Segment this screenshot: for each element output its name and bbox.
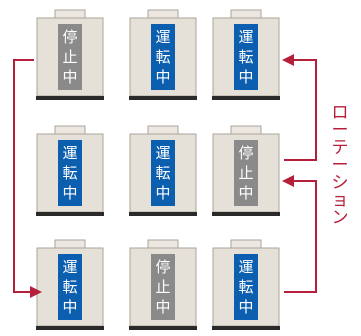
rotation-arrow-return xyxy=(13,59,42,298)
unit-base xyxy=(129,96,197,100)
rotation-label-text: ローテーション xyxy=(332,103,349,228)
unit-base xyxy=(36,326,104,330)
ac-unit: 運転中 xyxy=(36,125,104,216)
unit-top-vent xyxy=(54,125,86,135)
status-badge xyxy=(234,140,258,206)
unit-top-vent xyxy=(230,9,262,19)
status-badge xyxy=(58,24,82,90)
unit-base xyxy=(129,326,197,330)
unit-top-vent xyxy=(147,239,179,249)
status-label: 運転中 xyxy=(238,258,253,316)
status-label: 運転中 xyxy=(62,144,77,202)
unit-base xyxy=(129,212,197,216)
status-label: 運転中 xyxy=(155,28,170,86)
arrow-lower-line xyxy=(284,180,317,293)
status-label: 運転中 xyxy=(238,28,253,86)
ac-unit: 運転中 xyxy=(36,239,104,330)
rotation-label: ローテーション xyxy=(332,103,349,228)
ac-unit: 停止中 xyxy=(129,239,197,330)
unit-top-vent xyxy=(147,125,179,135)
arrow-upper-line xyxy=(284,59,317,161)
ac-unit: 停止中 xyxy=(36,9,104,100)
unit-base xyxy=(36,96,104,100)
arrow-return-head xyxy=(30,286,42,298)
unit-base xyxy=(212,96,280,100)
unit-top-vent xyxy=(54,9,86,19)
unit-base xyxy=(212,326,280,330)
status-badge xyxy=(151,24,175,90)
ac-unit: 運転中 xyxy=(212,239,280,330)
status-label: 運転中 xyxy=(155,144,170,202)
status-label: 運転中 xyxy=(62,258,77,316)
ac-unit: 運転中 xyxy=(129,125,197,216)
ac-unit: 運転中 xyxy=(212,9,280,100)
unit-top-vent xyxy=(147,9,179,19)
unit-top-vent xyxy=(230,125,262,135)
arrow-lower-head xyxy=(282,175,294,187)
status-label: 停止中 xyxy=(62,28,77,86)
unit-top-vent xyxy=(230,239,262,249)
unit-base xyxy=(36,212,104,216)
status-badge xyxy=(58,254,82,320)
arrow-upper-head xyxy=(282,54,294,66)
status-badge xyxy=(234,254,258,320)
status-badge xyxy=(151,140,175,206)
unit-top-vent xyxy=(54,239,86,249)
rotation-arrow-lower xyxy=(282,175,317,293)
ac-unit: 運転中 xyxy=(129,9,197,100)
ac-unit: 停止中 xyxy=(212,125,280,216)
status-label: 停止中 xyxy=(155,258,170,316)
status-badge xyxy=(234,24,258,90)
status-label: 停止中 xyxy=(238,144,253,202)
rotation-arrow-upper xyxy=(282,54,317,161)
arrow-return-line xyxy=(13,59,34,293)
unit-base xyxy=(212,212,280,216)
status-badge xyxy=(58,140,82,206)
status-badge xyxy=(151,254,175,320)
